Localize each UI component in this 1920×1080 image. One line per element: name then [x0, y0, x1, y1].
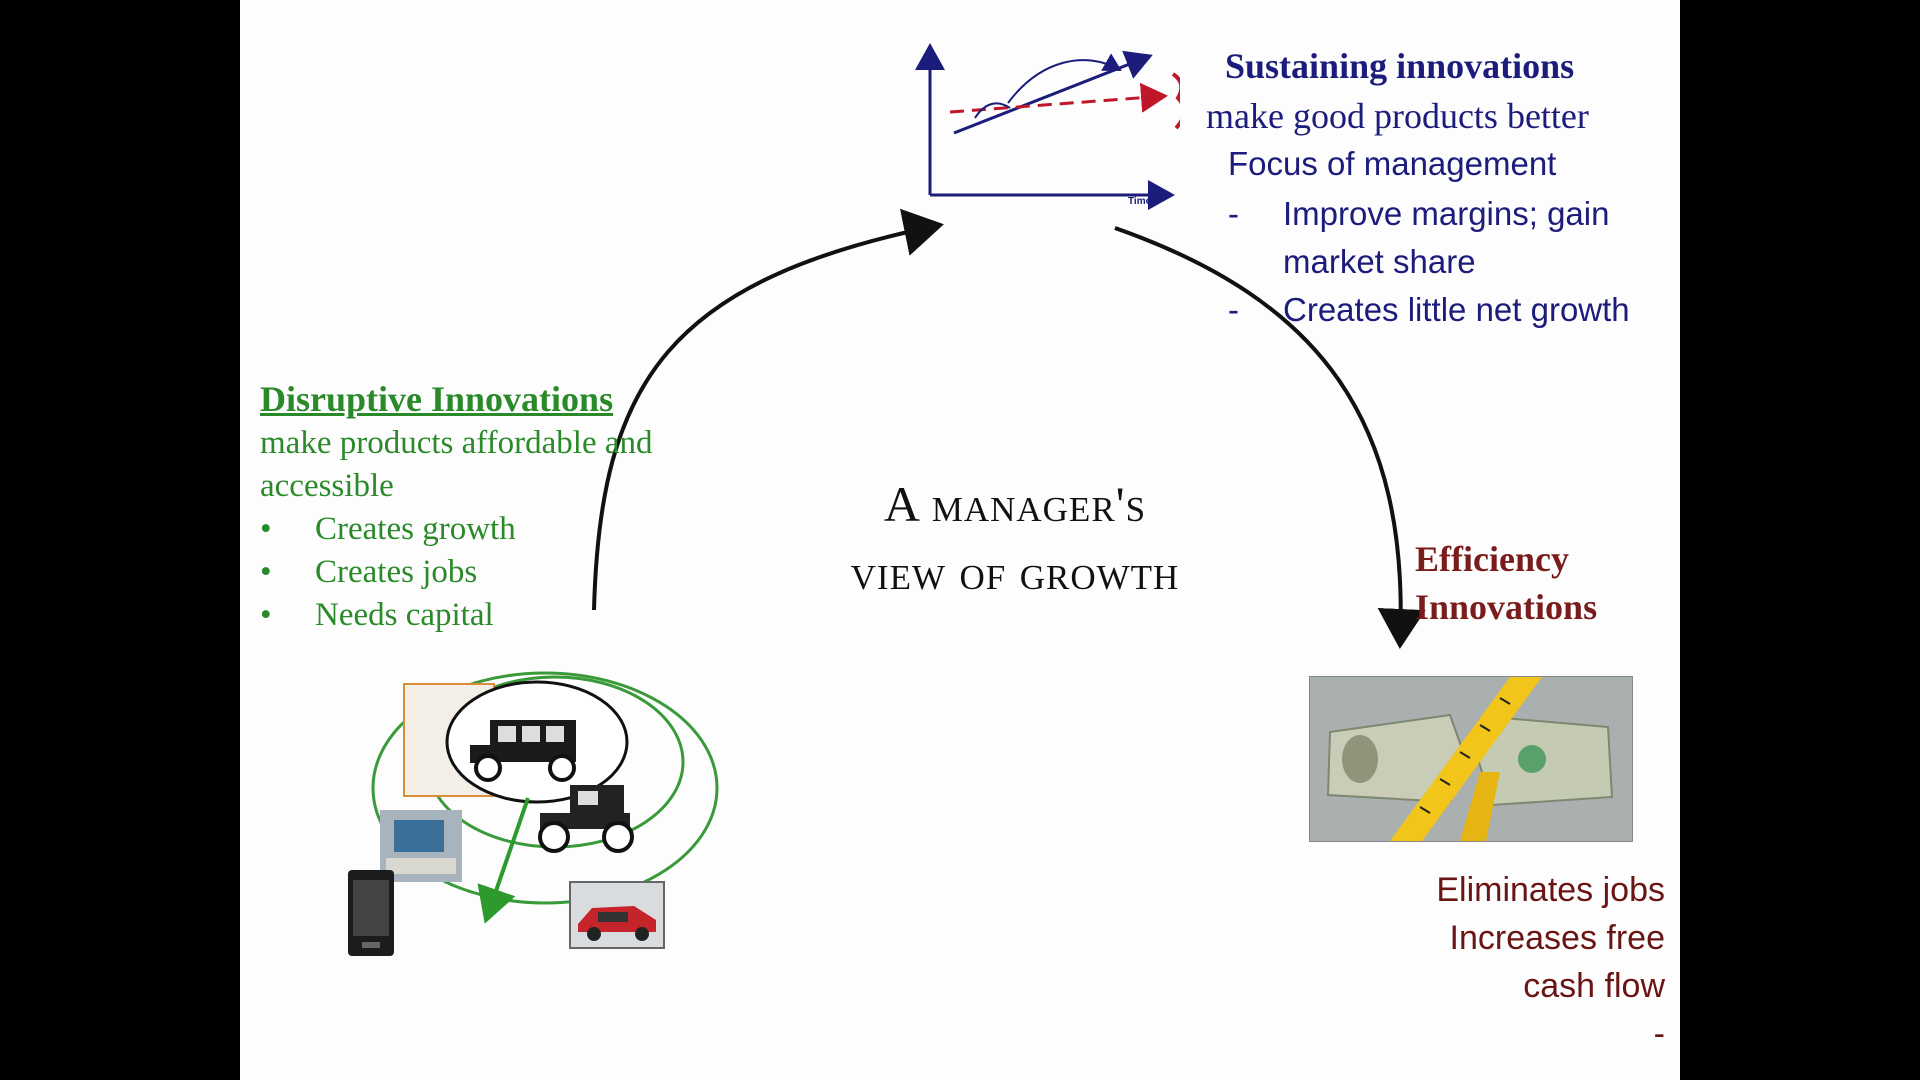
center-title: A manager's view of growth — [760, 470, 1270, 606]
sustaining-item: - Creates little net growth — [1228, 286, 1680, 334]
efficiency-item: Increases free — [1449, 919, 1665, 957]
sustaining-title: Sustaining innovations — [1225, 46, 1575, 86]
chart-dashed-line — [949, 82, 1168, 114]
growth-chart: Time — [915, 43, 1180, 210]
arrow-sustaining-to-efficiency — [1114, 226, 1426, 649]
mobile-phone — [348, 870, 394, 956]
disruptive-item-text: Creates growth — [315, 511, 516, 547]
list-marker: - — [1228, 291, 1239, 328]
disruptive-list: • Creates growth • Creates jobs • Needs … — [260, 508, 516, 637]
chart-brace — [1171, 72, 1180, 130]
desktop-computer — [380, 810, 462, 882]
arrow-disruptive-to-sustaining — [592, 208, 944, 611]
efficiency-item: cash flow — [1523, 967, 1665, 1005]
bullet-marker: • — [260, 554, 272, 590]
bullet-marker: • — [260, 597, 272, 633]
vehicles-collage — [348, 671, 719, 956]
model-t-car — [538, 785, 634, 853]
sustaining-item: - Improve margins; gain market share — [1228, 190, 1680, 286]
measuring-tape — [1390, 677, 1542, 841]
chart-jump-arc — [1007, 53, 1122, 104]
efficiency-list: Eliminates jobs Increases free cash flow… — [1300, 866, 1665, 1058]
center-title-line1: A manager's — [883, 476, 1147, 532]
vintage-limousine — [470, 720, 576, 782]
disruptive-item-text: Needs capital — [315, 597, 494, 633]
slide: Time Sustaining innovations make good pr… — [240, 0, 1680, 1080]
bill-portrait-left — [1342, 735, 1378, 783]
measuring-tape-2 — [1460, 772, 1500, 841]
list-marker: - — [1228, 195, 1239, 232]
efficiency-item: - — [1653, 1015, 1665, 1053]
collage-arrow — [477, 797, 530, 924]
disruptive-item: • Creates growth — [260, 508, 516, 551]
disruptive-item: • Creates jobs — [260, 551, 516, 594]
sustaining-subtitle: make good products better — [1206, 96, 1589, 136]
disruptive-item-text: Creates jobs — [315, 554, 478, 590]
center-title-line2: view of growth — [850, 544, 1180, 600]
sustaining-item-text: Creates little net growth — [1283, 291, 1630, 328]
cycle-arrows — [592, 208, 1426, 649]
chart-x-label: Time — [1128, 196, 1152, 207]
disruptive-item: • Needs capital — [260, 594, 516, 637]
efficiency-title: Efficiency Innovations — [1415, 539, 1598, 627]
sustaining-focus: Focus of management — [1228, 145, 1557, 182]
disruptive-title: Disruptive Innovations — [260, 379, 614, 419]
bullet-marker: • — [260, 511, 272, 547]
money-tape-image — [1309, 676, 1633, 842]
sustaining-list: - Improve margins; gain market share - C… — [1228, 190, 1680, 334]
efficiency-item: Eliminates jobs — [1436, 871, 1665, 909]
sustaining-item-text: Improve margins; gain market share — [1283, 195, 1610, 280]
chart-small-arc — [974, 102, 1011, 119]
ring-outer — [371, 671, 719, 905]
disruptive-subtitle: make products affordable and accessible — [260, 425, 653, 504]
red-car-photo — [569, 881, 665, 949]
bill-seal-right — [1518, 745, 1546, 773]
